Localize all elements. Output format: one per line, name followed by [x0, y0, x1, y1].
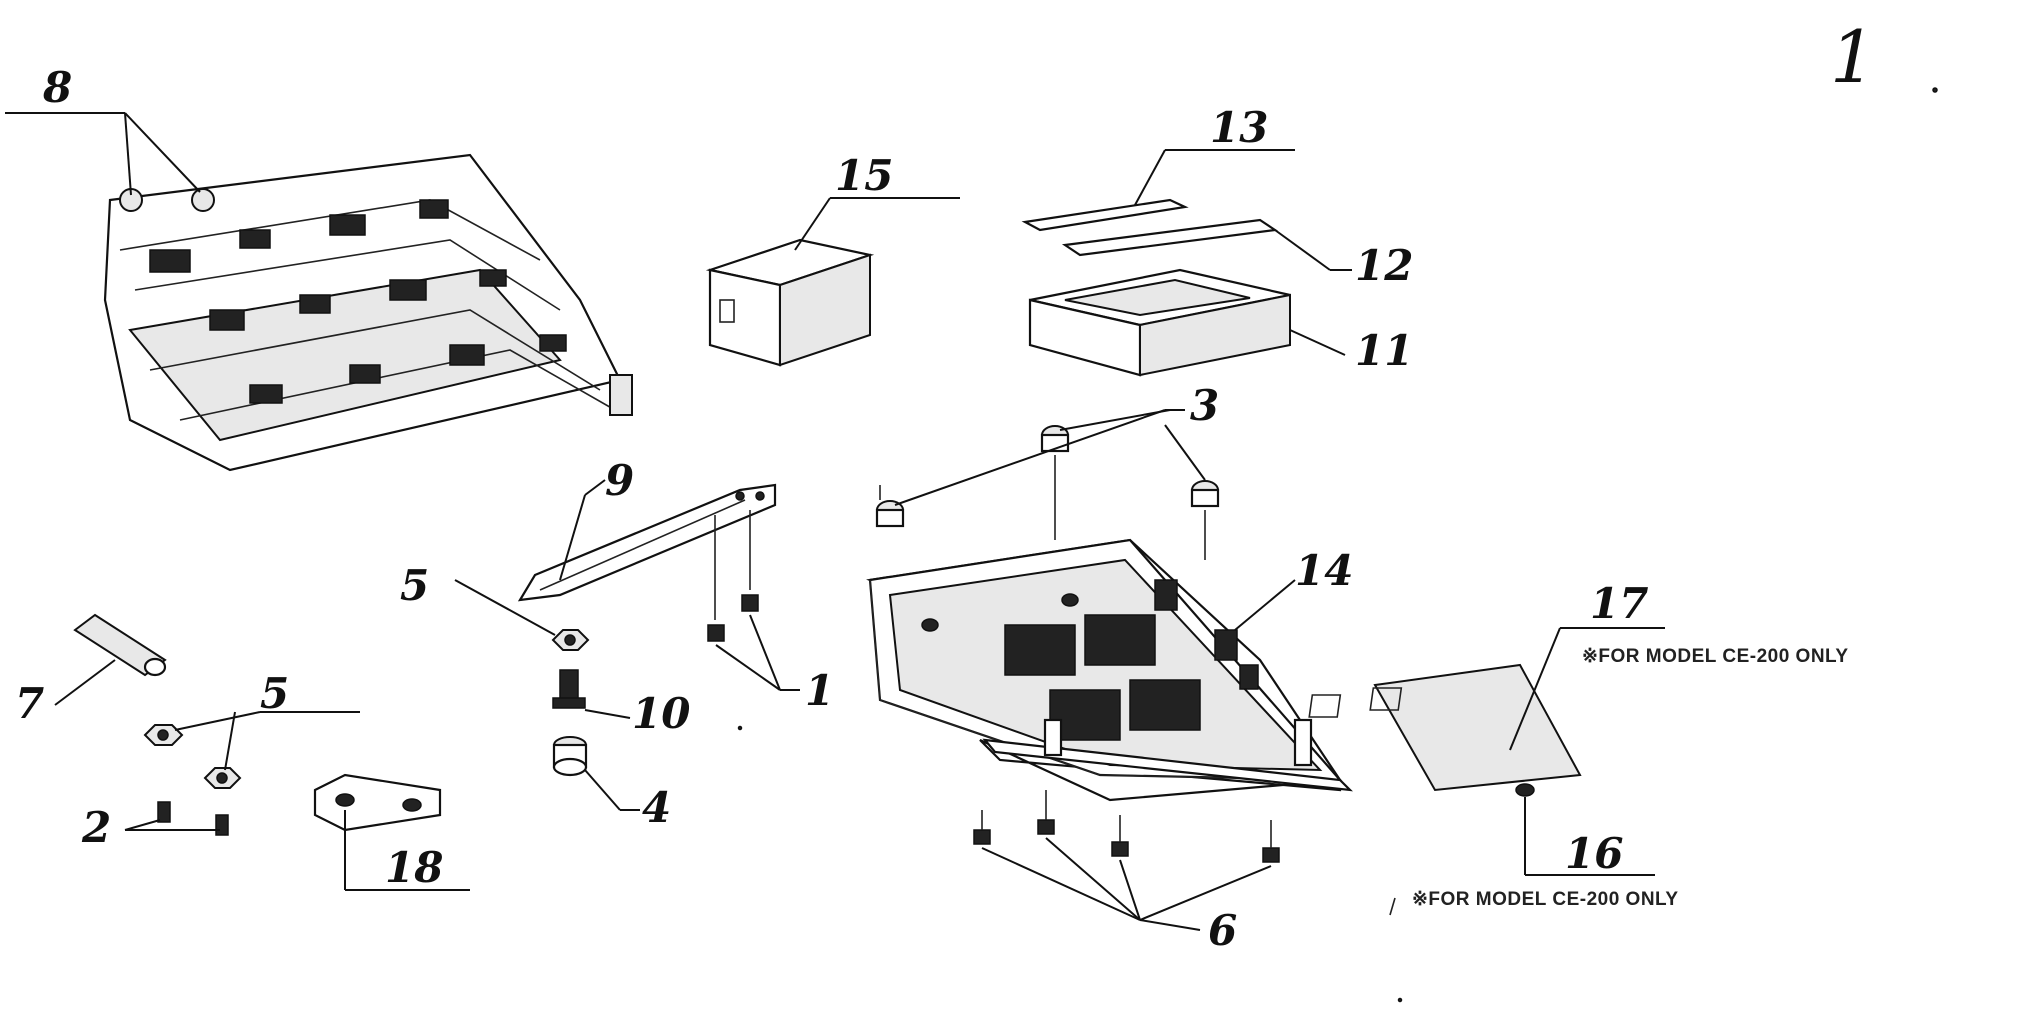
callout-9-label: 9 [605, 456, 634, 505]
callout-10-label: 10 [632, 689, 690, 738]
callout-14-label: 14 [1295, 546, 1353, 595]
callout-18: 18 [344, 810, 470, 892]
callout-9: 9 [559, 456, 634, 581]
note-ce200-part-17: ※FOR MODEL CE-200 ONLY [1582, 646, 1849, 667]
callout-6: 6 [981, 837, 1272, 955]
callout-1: 1 [715, 614, 834, 715]
callout-15: 15 [794, 151, 960, 251]
callout-3-label: 3 [1190, 381, 1219, 430]
callout-8: 8 [5, 63, 201, 196]
callout-14: 14 [1234, 546, 1353, 631]
part-18-bracket [313, 773, 442, 832]
part-11-case [1028, 268, 1291, 377]
callout-11: 11 [1289, 326, 1413, 375]
callout-7: 7 [15, 659, 116, 728]
callout-6-label: 6 [1208, 906, 1237, 955]
callout-4: 4 [584, 769, 671, 832]
callout-8-label: 8 [42, 63, 72, 112]
callout-2-label: 2 [81, 803, 111, 852]
callout-18-label: 18 [385, 843, 443, 892]
callout-7-label: 7 [15, 679, 44, 728]
callout-17: 17 [1509, 579, 1665, 751]
callout-13: 13 [1134, 103, 1295, 206]
part-5-nuts-lower [143, 724, 242, 789]
part-9-arm [517, 483, 777, 620]
part-10-screw [552, 669, 586, 709]
scan-marks [737, 87, 1938, 1003]
callout-15-label: 15 [835, 151, 893, 200]
part-5-nut-upper [551, 629, 590, 651]
part-15-block [705, 238, 875, 367]
callout-12: 12 [1274, 229, 1413, 290]
callout-3: 3 [894, 381, 1219, 506]
part-17-board [1308, 663, 1582, 797]
part-7-tube [73, 613, 167, 677]
callout-16-label: 16 [1565, 829, 1623, 878]
part-14-base-plate [866, 538, 1353, 802]
callout-5-lower: 5 [174, 669, 360, 771]
part-12-strip [1061, 218, 1279, 257]
callout-5-upper: 5 [400, 561, 556, 636]
part-4-spacer [552, 736, 588, 777]
callout-12-label: 12 [1355, 241, 1413, 290]
callout-17-label: 17 [1590, 579, 1648, 628]
callout-5-upper-label: 5 [400, 561, 429, 610]
callout-5-lower-label: 5 [260, 669, 289, 718]
part-1-screws [707, 594, 759, 642]
callout-1-label: 1 [805, 666, 834, 715]
callout-10: 10 [584, 689, 690, 738]
callout-16: 16 [1524, 797, 1655, 878]
part-3-spacers [875, 425, 1220, 560]
callout-11-label: 11 [1355, 326, 1413, 375]
callout-2: 2 [81, 803, 220, 852]
page-number: 1 [1830, 15, 1876, 99]
callout-13-label: 13 [1210, 103, 1268, 152]
part-13-strip [1021, 198, 1189, 232]
note-ce200-part-16: ※FOR MODEL CE-200 ONLY [1412, 889, 1679, 910]
callout-4-label: 4 [642, 783, 671, 832]
part-8-frame-assembly [103, 153, 633, 472]
part-6-screws [973, 790, 1280, 863]
